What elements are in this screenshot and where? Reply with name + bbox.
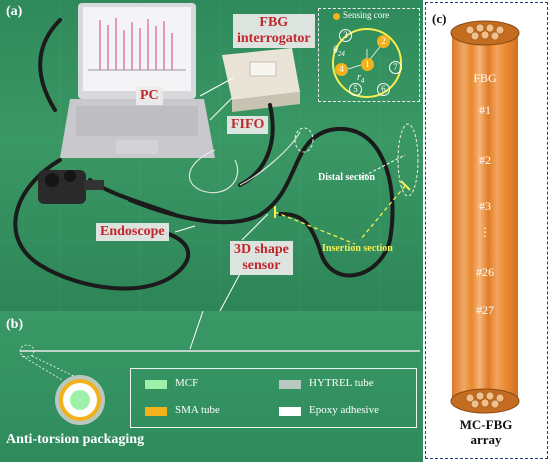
grating-1: #1 <box>479 103 491 117</box>
label-distal-section: Distal section <box>318 172 375 183</box>
bundle-caps <box>450 20 520 414</box>
legend-label-hytrel: HYTREL tube <box>309 377 374 389</box>
core-5: 5 <box>349 83 362 96</box>
array-panel-c: (c) FBG #1 #2 #3 ⋮ #26 #27 MC-FBG array <box>425 2 548 459</box>
sensing-core-legend-dot <box>333 13 340 20</box>
sensor-strand <box>19 311 420 381</box>
core-6: 6 <box>377 83 390 96</box>
label-3d-shape-sensor: 3D shape sensor <box>230 241 293 275</box>
legend-swatch-mcf <box>145 380 167 389</box>
core-1: 1 <box>361 58 374 71</box>
theta-label: θ24 <box>333 45 345 58</box>
legend-swatch-epoxy <box>279 407 301 416</box>
core-7: 7 <box>389 61 402 74</box>
interrogator-image <box>222 48 300 112</box>
array-title: MC-FBG array <box>459 417 513 447</box>
radius-label: r4 <box>357 72 365 85</box>
label-fbg-interrogator: FBG interrogator <box>233 14 315 48</box>
panel-label-c: (c) <box>432 11 447 26</box>
legend-swatch-sma <box>145 407 167 416</box>
core-2: 2 <box>377 35 390 48</box>
laptop-image <box>60 3 215 158</box>
packaging-cross-section <box>55 375 105 425</box>
anti-torsion-label: Anti-torsion packaging <box>6 432 145 447</box>
endoscope-image <box>38 170 104 204</box>
photo-scene <box>0 0 423 311</box>
label-endoscope: Endoscope <box>96 223 169 241</box>
legend-label-sma: SMA tube <box>175 404 220 416</box>
grating-2: #2 <box>479 153 491 167</box>
photo-panel-a: Sensing core 3 2 4 1 7 5 6 θ24 r4 (a) PC… <box>0 0 423 311</box>
legend-swatch-hytrel <box>279 380 301 389</box>
label-pc: PC <box>136 87 163 105</box>
legend-label-mcf: MCF <box>175 377 199 389</box>
grating-ellipsis: ⋮ <box>479 225 491 239</box>
material-legend: MCF HYTREL tube SMA tube Epoxy adhesive <box>130 368 417 428</box>
packaging-panel-b: (b) Anti-torsion packaging MCF HYTREL tu… <box>0 311 423 462</box>
fiber-bundle: FBG #1 #2 #3 ⋮ #26 #27 <box>452 29 518 403</box>
panel-label-b: (b) <box>6 317 24 332</box>
core-4: 4 <box>335 63 348 76</box>
grating-26: #26 <box>476 265 494 279</box>
legend-label-epoxy: Epoxy adhesive <box>309 404 379 416</box>
grating-27: #27 <box>476 303 494 317</box>
core-inset: Sensing core 3 2 4 1 7 5 6 θ24 r4 <box>318 8 420 102</box>
fbg-label: FBG <box>473 71 497 85</box>
core-3: 3 <box>339 29 352 42</box>
panel-label-a: (a) <box>6 4 23 19</box>
label-insertion-section: Insertion section <box>322 243 393 254</box>
grating-3: #3 <box>479 199 491 213</box>
label-fifo: FIFO <box>227 116 269 134</box>
fiber-cladding <box>332 28 402 98</box>
sensing-core-legend: Sensing core <box>343 10 390 20</box>
